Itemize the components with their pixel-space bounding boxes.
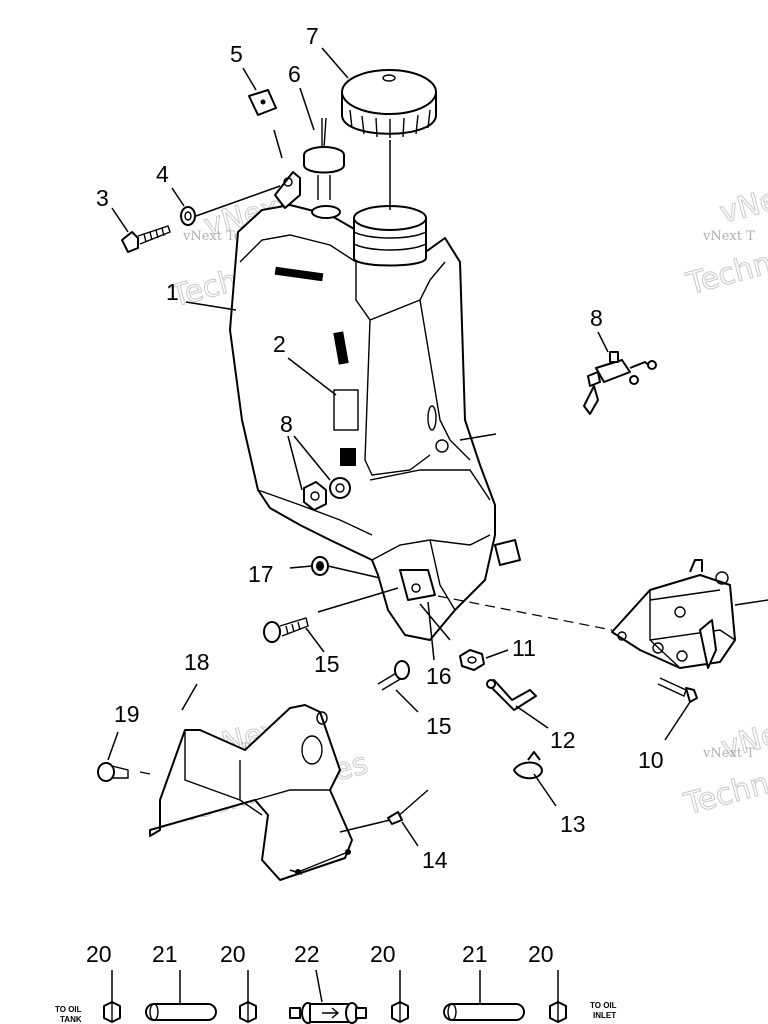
callout-7: 7 [306, 23, 319, 49]
hose-21-b [443, 1003, 525, 1021]
bracket-screw [97, 762, 151, 782]
pump-screw [657, 677, 698, 703]
watermark-small-right-top: vNext T [702, 229, 755, 244]
tank-washer [180, 206, 196, 226]
hose-21-a [145, 1003, 217, 1021]
watermark-small-right-bottom: vNext T [702, 746, 755, 761]
inline-filter-22 [289, 1002, 367, 1024]
callout-20-b: 20 [220, 941, 246, 967]
filler-neck [353, 205, 427, 267]
callout-13: 13 [560, 811, 586, 837]
callout-12: 12 [550, 727, 576, 753]
level-window [333, 389, 359, 431]
callout-22: 22 [294, 941, 320, 967]
breather-cap [303, 117, 345, 200]
part-16-clamp [399, 569, 436, 601]
filler-cap [341, 69, 437, 138]
label-to-oil-inlet-line2: INLET [593, 1011, 616, 1020]
oil-pump [611, 559, 768, 669]
callout-14: 14 [422, 847, 448, 873]
callout-2: 2 [273, 331, 286, 357]
callout-10: 10 [638, 747, 664, 773]
fitting-nut [459, 649, 485, 671]
callout-21-a: 21 [152, 941, 178, 967]
callout-numbers: 1 2 3 4 5 6 7 8 8 10 11 12 13 14 15 15 1… [96, 23, 664, 873]
mount-screw-lower [377, 660, 410, 691]
oil-tank-body [229, 171, 521, 641]
label-to-oil-inlet-line1: TO OIL [590, 1001, 617, 1010]
callout-8-valve: 8 [590, 305, 603, 331]
callout-17: 17 [248, 561, 274, 587]
label-to-oil-tank-line1: TO OIL [55, 1005, 82, 1014]
callout-16: 16 [426, 663, 452, 689]
tank-grommet-pair [303, 477, 351, 511]
hose-clamp-20-b [239, 1001, 257, 1023]
svg-text:Techn: Techn [680, 766, 768, 822]
callout-15-upper: 15 [314, 651, 340, 677]
callout-6: 6 [288, 61, 301, 87]
hose-clamp [513, 751, 543, 780]
leader-lines [107, 47, 691, 875]
callout-18: 18 [184, 649, 210, 675]
cotter-pin [387, 789, 429, 825]
hose-assembly-row: TO OIL TANK TO OIL INLET 20 21 20 22 20 … [55, 941, 617, 1024]
embossed-text-mark [333, 331, 349, 365]
hose-clamp-20-d [549, 1001, 567, 1023]
callout-20-c: 20 [370, 941, 396, 967]
clip-part [248, 89, 277, 116]
callout-5: 5 [230, 41, 243, 67]
callout-8-grommet: 8 [280, 411, 293, 437]
hose-clamp-20-c [391, 1001, 409, 1023]
watermark-right-bottom: vNext Techn [679, 709, 768, 823]
hose-clamp-20-a [103, 1001, 121, 1023]
callout-19: 19 [114, 701, 140, 727]
dashed-assembly-line [437, 595, 613, 631]
callout-1: 1 [166, 279, 179, 305]
shutoff-valve [583, 351, 657, 415]
elbow-fitting [486, 679, 537, 711]
tank-screw [121, 225, 171, 253]
embossed-text-mark [274, 266, 324, 282]
label-to-oil-tank-line2: TANK [60, 1015, 82, 1024]
callout-20-d: 20 [528, 941, 554, 967]
callout-20-a: 20 [86, 941, 112, 967]
callout-11: 11 [512, 635, 536, 661]
watermark-text: vNext [716, 174, 768, 231]
callout-15-lower: 15 [426, 713, 452, 739]
callout-4: 4 [156, 161, 169, 187]
mounting-bracket [149, 704, 353, 881]
grommet-17 [311, 556, 329, 576]
callout-21-b: 21 [462, 941, 488, 967]
mount-screw-upper [263, 617, 309, 643]
embossed-text-mark [340, 448, 356, 466]
callout-3: 3 [96, 185, 109, 211]
